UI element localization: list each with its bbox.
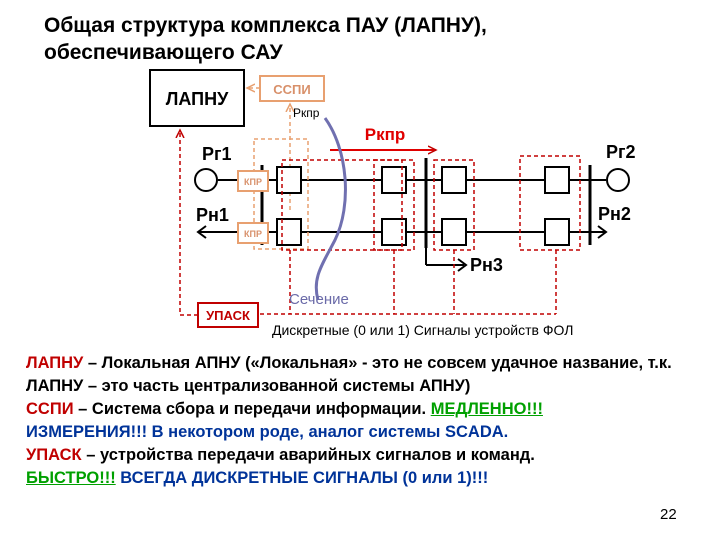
sspi-label: ССПИ: [273, 82, 310, 97]
switch-group: [276, 166, 570, 246]
generator-rg1-icon: [194, 168, 218, 192]
sspi-emphasis: МЕДЛЕННО!!!: [430, 400, 543, 418]
fol-signal-drops: [260, 250, 557, 315]
slide-title: Общая структура комплекса ПАУ (ЛАПНУ), о…: [44, 12, 684, 66]
rkpr-small-label: Ркпр: [293, 106, 320, 120]
switch-bottom-3: [441, 218, 467, 246]
page-number: 22: [660, 506, 677, 523]
lapnu-block: ЛАПНУ: [149, 69, 245, 127]
upask-label: УПАСК: [206, 308, 250, 323]
kpr-measure-frame: [253, 138, 309, 250]
rkpr-main-label: Ркпр: [365, 125, 406, 144]
rn1-label: Рн1: [196, 205, 229, 225]
fol-frame-4: [519, 155, 581, 251]
section-label: Сечение: [289, 291, 349, 308]
upask-to-lapnu-link: [180, 130, 198, 316]
description-block: ЛАПНУ – Локальная АПНУ («Локальная» - эт…: [26, 352, 706, 490]
structure-diagram: ЛАПНУ ССПИ Ркпр Ркпр Рг1 Рг2 Рн1 Рн2 Рн3: [149, 69, 636, 338]
lapnu-term: ЛАПНУ: [26, 354, 84, 372]
title-line-2: обеспечивающего САУ: [44, 41, 283, 64]
kpr-top-label: КПР: [244, 177, 262, 187]
switch-bottom-4: [544, 218, 570, 246]
fol-device-frames: [281, 155, 581, 251]
upask-text-2: ВСЕГДА ДИСКРЕТНЫЕ СИГНАЛЫ (0 или 1)!!!: [115, 469, 489, 487]
sspi-text-2: ИЗМЕРЕНИЯ!!! В некотором роде, аналог си…: [26, 423, 509, 441]
kpr-top-block: КПР: [237, 170, 269, 192]
rn2-arrow-icon: [597, 225, 608, 239]
signals-label: Дискретные (0 или 1) Сигналы устройств Ф…: [272, 322, 573, 338]
kpr-bottom-label: КПР: [244, 229, 262, 239]
generator-rg2-icon: [606, 168, 630, 192]
title-line-1: Общая структура комплекса ПАУ (ЛАПНУ),: [44, 14, 487, 37]
upask-description: УПАСК – устройства передачи аварийных си…: [26, 444, 706, 490]
rn1-arrow-icon: [196, 225, 207, 239]
lapnu-text: – Локальная АПНУ («Локальная» - это не с…: [26, 354, 672, 395]
rg1-label: Рг1: [202, 144, 232, 164]
switch-top-4: [544, 166, 570, 194]
switch-bottom-1: [276, 218, 302, 246]
lapnu-description: ЛАПНУ – Локальная АПНУ («Локальная» - эт…: [26, 352, 706, 398]
rn3-arrow-icon: [457, 258, 468, 272]
switch-top-3: [441, 166, 467, 194]
rn2-label: Рн2: [598, 204, 631, 224]
sspi-term: ССПИ: [26, 400, 74, 418]
upask-term: УПАСК: [26, 446, 82, 464]
sspi-text: – Система сбора и передачи информации.: [73, 400, 431, 418]
switch-top-1: [276, 166, 302, 194]
rg2-label: Рг2: [606, 142, 636, 162]
kpr-bottom-block: КПР: [237, 222, 269, 244]
rn3-label: Рн3: [470, 255, 503, 275]
upask-block: УПАСК: [197, 302, 259, 328]
lapnu-label: ЛАПНУ: [166, 89, 229, 109]
section-curve: [314, 117, 347, 301]
sspi-block: ССПИ: [259, 75, 325, 102]
sspi-description: ССПИ – Система сбора и передачи информац…: [26, 398, 706, 444]
upask-emphasis: БЫСТРО!!!: [26, 469, 116, 487]
upask-text: – устройства передачи аварийных сигналов…: [81, 446, 535, 464]
